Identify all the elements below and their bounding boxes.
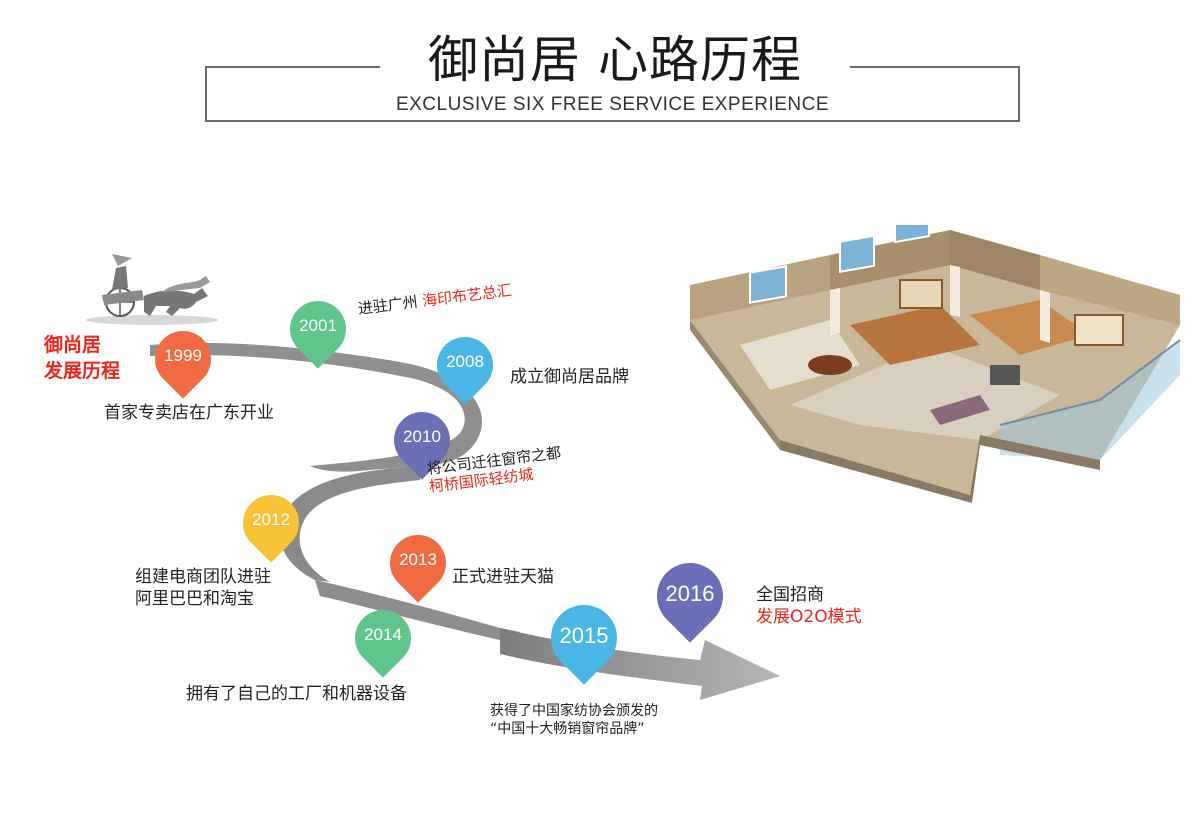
milestone-text-2015-b: “中国十大畅销窗帘品牌” [490, 721, 645, 737]
milestone-text-2008: 成立御尚居品牌 [510, 367, 629, 387]
apartment-3d-illustration [690, 225, 1181, 503]
milestone-pin-2010: 2010 [382, 400, 462, 480]
header-frame [205, 66, 1020, 122]
milestone-pin-2001: 2001 [278, 289, 358, 369]
milestone-pin-2013: 2013 [378, 523, 458, 603]
milestone-text-2013: 正式进驻天猫 [452, 567, 554, 587]
path-arrow [500, 628, 780, 700]
path-segment-mid [279, 466, 420, 582]
milestone-pin-1999: 1999 [143, 319, 223, 399]
milestone-text-2014: 拥有了自己的工厂和机器设备 [186, 684, 407, 704]
page-subtitle: EXCLUSIVE SIX FREE SERVICE EXPERIENCE [395, 94, 830, 115]
milestone-text-2012-a: 组建电商团队进驻 [135, 567, 271, 587]
header-line-right [850, 66, 1020, 68]
milestone-text-2016: 全国招商 发展O2O模式 [756, 584, 862, 628]
path-segment-top [150, 342, 482, 472]
milestone-pin-2012: 2012 [231, 483, 311, 563]
milestone-text-2016-b: 发展O2O模式 [756, 607, 862, 627]
milestone-text-2012-b: 阿里巴巴和淘宝 [135, 589, 254, 609]
milestone-text-1999: 首家专卖店在广东开业 [104, 403, 274, 423]
milestone-pin-2015: 2015 [537, 591, 631, 685]
milestone-text-2012: 组建电商团队进驻 阿里巴巴和淘宝 [135, 566, 271, 610]
milestone-text-2016-a: 全国招商 [756, 585, 824, 605]
brand-line2: 发展历程 [44, 360, 121, 382]
milestone-text-2015: 获得了中国家纺协会颁发的 “中国十大畅销窗帘品牌” [490, 702, 658, 738]
brand-line1: 御尚居 [44, 334, 102, 356]
milestone-pin-2008: 2008 [425, 325, 505, 405]
header-line-left [205, 66, 380, 68]
page-title: 御尚居 心路历程 [380, 24, 850, 96]
path-segment-low [315, 580, 520, 640]
milestone-text-2015-a: 获得了中国家纺协会颁发的 [490, 703, 658, 719]
milestone-pin-2016: 2016 [643, 549, 737, 643]
chariot-illustration [86, 254, 218, 325]
brand-label: 御尚居 发展历程 [44, 332, 120, 384]
milestone-pin-2014: 2014 [343, 598, 423, 678]
